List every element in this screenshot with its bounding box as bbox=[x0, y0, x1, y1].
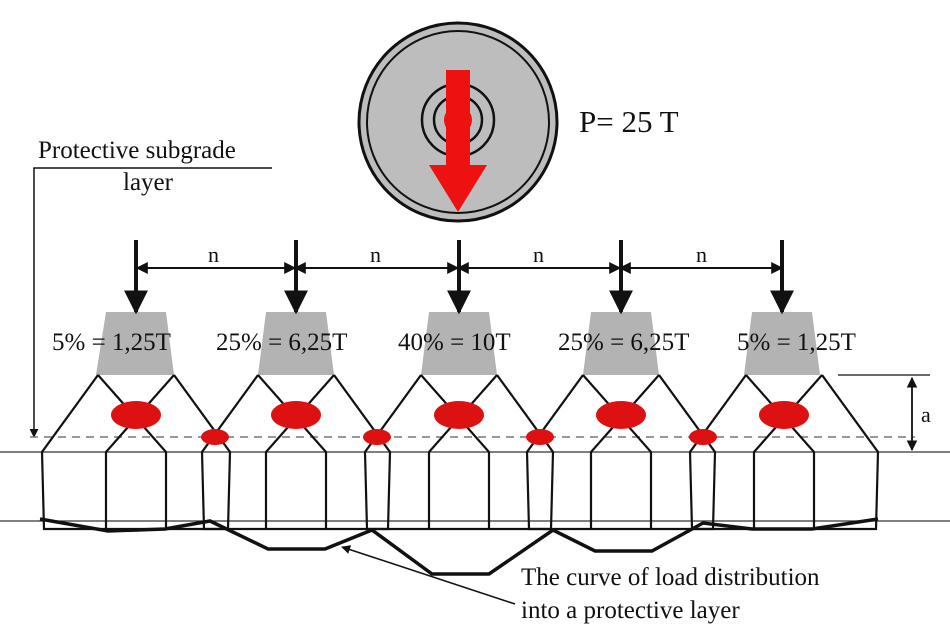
sleeper bbox=[744, 312, 820, 375]
contact-ellipse bbox=[434, 401, 484, 429]
pressure-cone-edge bbox=[257, 374, 328, 529]
contact-ellipse bbox=[596, 401, 646, 429]
spacing-label: n bbox=[696, 242, 707, 267]
pressure-cone-edge bbox=[752, 374, 823, 529]
wheel-inner-rim bbox=[366, 30, 550, 214]
sleepers bbox=[96, 312, 820, 375]
force-arrows bbox=[124, 240, 794, 315]
spacing-label: n bbox=[533, 242, 544, 267]
pressure-cone-edge bbox=[582, 374, 653, 529]
pressure-cone-edge bbox=[427, 374, 498, 529]
sleeper-load-label: 5% = 1,25T bbox=[737, 329, 856, 356]
contact-ellipse bbox=[271, 401, 321, 429]
wheel bbox=[357, 21, 559, 223]
load-distribution-curve bbox=[39, 517, 879, 576]
curve-leader-line bbox=[341, 545, 516, 605]
load-arrow-icon bbox=[429, 70, 487, 212]
contact-ellipse bbox=[111, 401, 161, 429]
sleeper bbox=[258, 312, 334, 375]
pressure-cone-edge bbox=[104, 374, 175, 529]
curve-label-line2: into a protective layer bbox=[521, 597, 740, 624]
layer-label-line1: Protective subgrade bbox=[38, 137, 236, 164]
sleeper-load-label: 25% = 6,25T bbox=[216, 329, 347, 356]
sleeper bbox=[583, 312, 659, 375]
pressure-cone-edge bbox=[589, 374, 660, 529]
sleeper bbox=[96, 312, 174, 375]
pressure-cone-edge bbox=[97, 374, 168, 529]
curve-label-line1: The curve of load distribution bbox=[521, 564, 820, 591]
contact-ellipses bbox=[111, 401, 809, 445]
layer-leader-line bbox=[29, 167, 272, 438]
pressure-cone-edge bbox=[745, 374, 816, 529]
pressure-cone-edge bbox=[264, 374, 335, 529]
depth-label: a bbox=[921, 402, 931, 427]
overlap-ellipse bbox=[526, 429, 554, 445]
spacing-dimensions: n n n n bbox=[135, 242, 784, 274]
spacing-label: n bbox=[370, 242, 381, 267]
contact-ellipse bbox=[759, 401, 809, 429]
sleeper-load-label: 25% = 6,25T bbox=[558, 329, 689, 356]
pressure-cone-edge bbox=[420, 374, 491, 529]
sleeper-load-label: 5% = 1,25T bbox=[52, 329, 171, 356]
overlap-ellipse bbox=[363, 429, 391, 445]
axle-load-label: P= 25 T bbox=[579, 104, 679, 139]
overlap-ellipse bbox=[689, 429, 717, 445]
overlap-ellipse bbox=[201, 429, 229, 445]
spacing-label: n bbox=[208, 242, 219, 267]
layer-label-line2: layer bbox=[123, 169, 174, 196]
sleeper-load-label: 40% = 10T bbox=[398, 329, 511, 356]
sleeper bbox=[421, 312, 497, 375]
